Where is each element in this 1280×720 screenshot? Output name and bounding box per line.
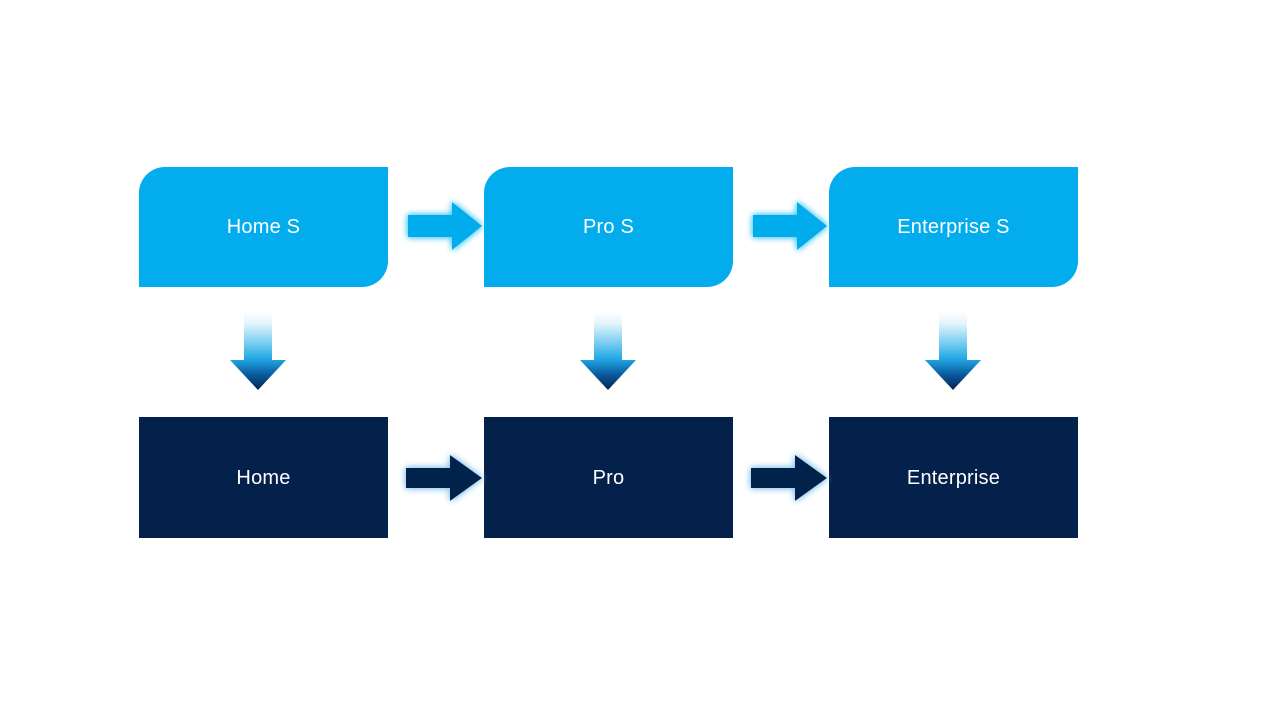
- node-enterprise[interactable]: Enterprise: [829, 417, 1078, 538]
- node-pro[interactable]: Pro: [484, 417, 733, 538]
- node-label-pro: Pro: [592, 466, 625, 489]
- node-label-pro-s: Pro S: [582, 216, 635, 238]
- node-label-home-s: Home S: [226, 216, 301, 238]
- node-home-s[interactable]: Home S: [139, 167, 388, 287]
- arrow-pro-to-enterprise-icon: [749, 452, 829, 504]
- arrow-home-s-to-pro-s-icon: [408, 200, 484, 252]
- node-pro-s[interactable]: Pro S: [484, 167, 733, 287]
- arrow-enterprise-s-to-enterprise-icon: [923, 312, 983, 392]
- node-enterprise-s[interactable]: Enterprise S: [829, 167, 1078, 287]
- arrow-home-to-pro-icon: [404, 452, 484, 504]
- node-label-enterprise-s: Enterprise S: [897, 216, 1010, 238]
- node-label-enterprise: Enterprise: [906, 466, 1001, 489]
- arrow-pro-s-to-enterprise-s-icon: [753, 200, 829, 252]
- node-home[interactable]: Home: [139, 417, 388, 538]
- arrow-pro-s-to-pro-icon: [578, 312, 638, 392]
- arrow-home-s-to-home-icon: [228, 312, 288, 392]
- node-label-home: Home: [236, 466, 291, 489]
